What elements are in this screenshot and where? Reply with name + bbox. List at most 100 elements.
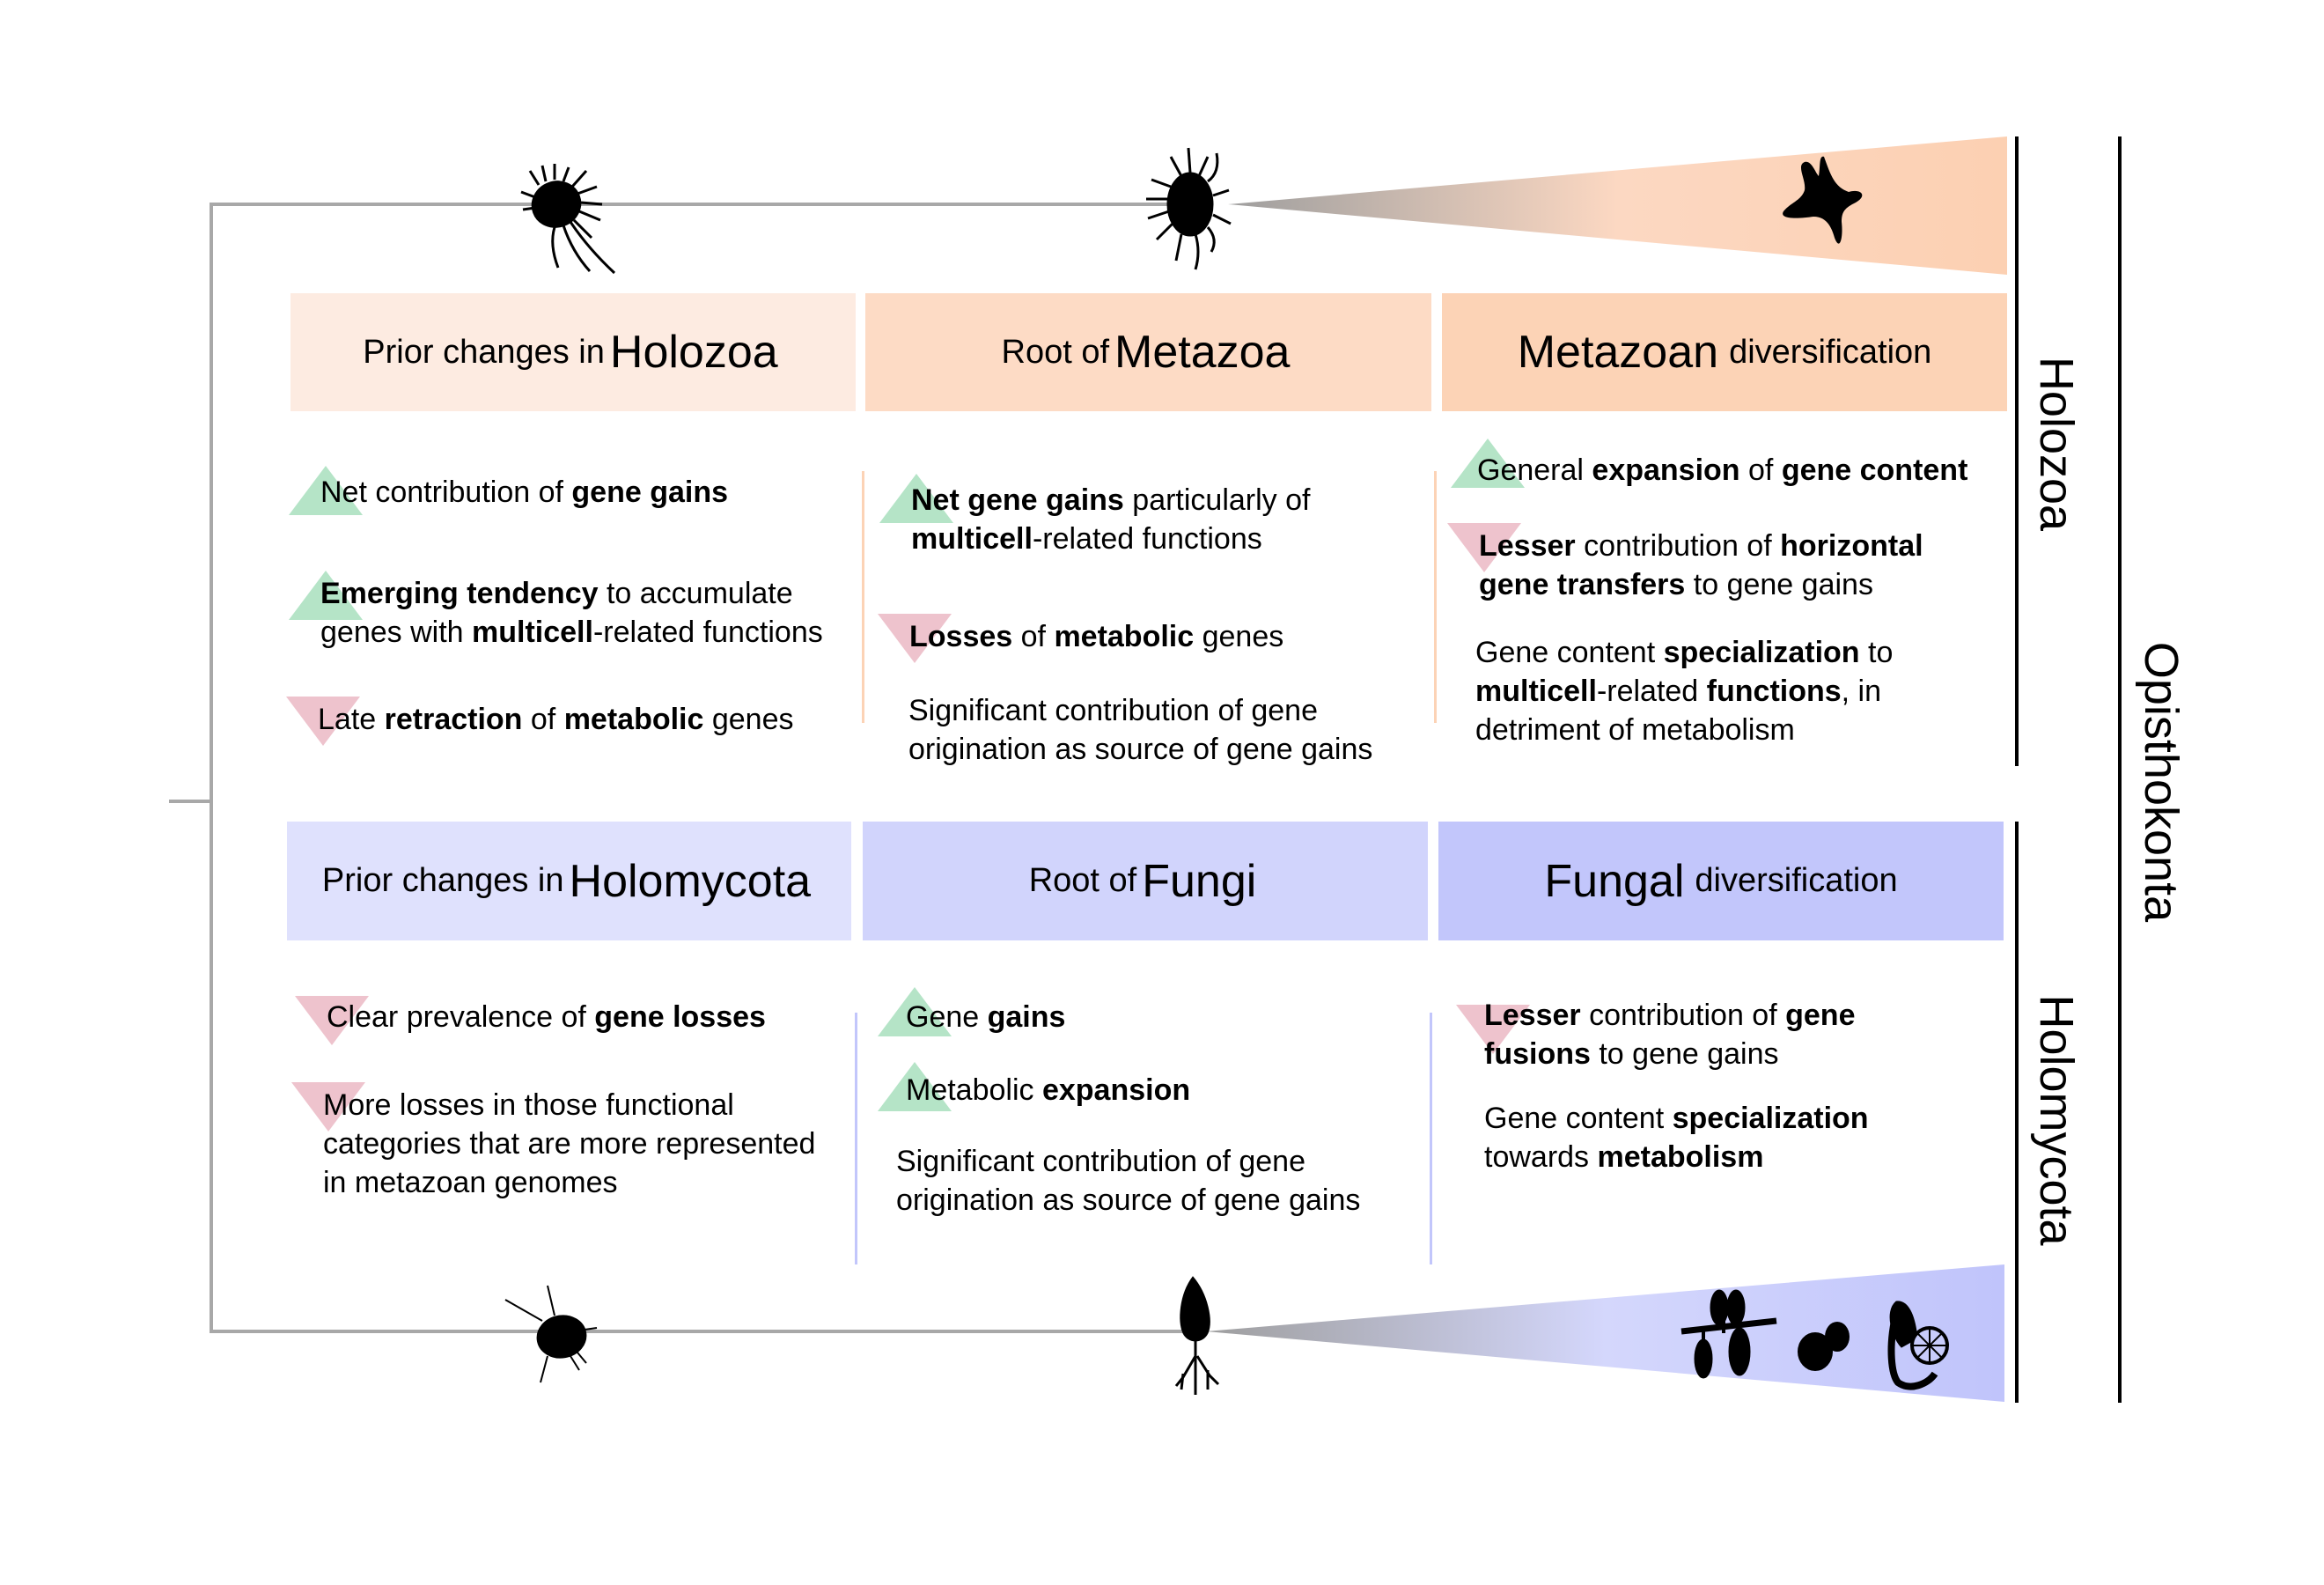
mushroom-icon xyxy=(1887,1301,1949,1390)
holozoa-label: Holozoa xyxy=(2030,356,2083,532)
holomycota-fan-shape xyxy=(1206,1264,2004,1402)
holozoa-col1-item: Late retraction of metabolic genes xyxy=(286,697,846,746)
loss-triangle-icon xyxy=(295,996,369,1045)
loss-triangle-icon xyxy=(291,1082,365,1132)
tree-holozoa-branch xyxy=(210,203,1204,206)
item-text: Metabolic expansion xyxy=(906,1073,1190,1107)
holozoa-column-separator xyxy=(862,471,864,723)
holomycota-col1-item: More losses in those functional categori… xyxy=(291,1082,816,1202)
plain-text: of xyxy=(1739,453,1782,487)
nucleariid-like-icon xyxy=(504,1285,598,1383)
plain-text: to gene gains xyxy=(1685,568,1873,601)
holozoa-col1-item: Net contribution of gene gains xyxy=(289,466,849,515)
loss-triangle-icon xyxy=(286,697,360,746)
item-text: Significant contribution of gene origina… xyxy=(896,1145,1360,1217)
item-text: Gene gains xyxy=(906,1000,1065,1034)
header-clade: Metazoa xyxy=(1114,327,1291,378)
emphasis-text: retraction xyxy=(384,703,523,736)
item-text: Clear prevalence of gene losses xyxy=(327,1000,766,1034)
holozoa-fan-shape xyxy=(1228,136,2007,275)
header-pre: Root of xyxy=(1028,862,1137,899)
holozoa-col2-item: Losses of metabolic genes xyxy=(878,614,1402,663)
tree-vertical-branch xyxy=(210,203,213,1333)
starfish-icon xyxy=(1783,156,1863,244)
header-pre: Root of xyxy=(1001,333,1110,371)
plain-text: Metabolic xyxy=(906,1073,1042,1107)
plain-text: to gene gains xyxy=(1590,1037,1779,1071)
holozoa-col1-item: Emerging tendency to accumulate genes wi… xyxy=(289,571,849,652)
opisthokonta-label: Opisthokonta xyxy=(2135,641,2188,923)
holozoa-col2-item: Significant contribution of gene origina… xyxy=(908,691,1401,769)
emphasis-text: horizontal gene transfers xyxy=(1479,529,1923,601)
header-post: diversification xyxy=(1695,862,1898,899)
holozoa-col3-item: Gene content specialization to multicell… xyxy=(1475,633,1968,749)
holomycota-col3-item: Gene content specialization towards meta… xyxy=(1484,1099,1942,1176)
emphasis-text: functions xyxy=(1706,675,1842,708)
opisthokonta-bracket-line xyxy=(2118,136,2122,1403)
holomycota-col2-item: Significant contribution of gene origina… xyxy=(896,1142,1389,1220)
gain-triangle-icon xyxy=(878,987,952,1036)
header-clade: Fungal xyxy=(1544,855,1685,907)
item-text: Net gene gains particularly of multicell… xyxy=(911,483,1310,556)
gain-triangle-icon xyxy=(289,571,363,620)
emphasis-text: Lesser xyxy=(1479,529,1576,563)
plain-text: -related xyxy=(1596,675,1707,708)
plain-text: of xyxy=(522,703,564,736)
plain-text: Significant contribution of gene origina… xyxy=(896,1145,1361,1217)
emphasis-text: Lesser xyxy=(1484,999,1581,1032)
gain-triangle-icon xyxy=(289,466,363,515)
holozoa-col2-item: Net gene gains particularly of multicell… xyxy=(879,474,1404,558)
plain-text: Significant contribution of gene origina… xyxy=(908,694,1373,766)
emphasis-text: gene losses xyxy=(594,1000,766,1034)
header-root-fungi: Root of Fungi xyxy=(863,822,1428,940)
holomycota-col2-item: Gene gains xyxy=(878,987,1399,1036)
plain-text: contribution of xyxy=(1580,999,1786,1032)
item-text: Lesser contribution of gene fusions to g… xyxy=(1484,999,1855,1071)
emphasis-text: gene fusions xyxy=(1484,999,1856,1071)
holomycota-bracket-line xyxy=(2015,822,2019,1403)
header-pre: Prior changes in xyxy=(363,333,605,371)
emphasis-text: multicell xyxy=(911,522,1033,556)
emphasis-text: expansion xyxy=(1041,1073,1191,1107)
header-clade: Holomycota xyxy=(569,855,812,907)
header-post: diversification xyxy=(1729,333,1932,371)
plain-text: Late xyxy=(318,703,385,736)
plain-text: Clear prevalence of xyxy=(327,1000,595,1034)
holozoa-col3-item: Lesser contribution of horizontal gene t… xyxy=(1447,523,1972,604)
item-text: More losses in those functional categori… xyxy=(323,1088,815,1199)
plain-text: to accumulate genes with xyxy=(320,577,793,649)
header-metazoan-diversification: Metazoan diversification xyxy=(1442,293,2007,411)
plain-text: towards xyxy=(1484,1140,1598,1174)
plain-text: -related functions xyxy=(1032,522,1262,556)
emphasis-text: metabolism xyxy=(1597,1140,1764,1174)
sponge-like-cell-icon xyxy=(1146,147,1232,270)
holomycota-column-separator xyxy=(855,1013,857,1264)
plain-text: contribution of xyxy=(1575,529,1781,563)
header-pre: Prior changes in xyxy=(321,862,564,899)
emphasis-text: Emerging tendency xyxy=(320,577,599,610)
header-clade: Fungi xyxy=(1142,855,1257,907)
choanoflagellate-like-icon xyxy=(520,164,616,275)
item-text: Emerging tendency to accumulate genes wi… xyxy=(320,577,823,649)
emphasis-text: gains xyxy=(987,1000,1066,1034)
emphasis-text: metabolic xyxy=(1054,620,1195,653)
emphasis-text: gene content xyxy=(1781,453,1968,487)
plain-text: -related functions xyxy=(592,616,823,649)
plain-text: Gene content xyxy=(1484,1102,1673,1135)
item-text: Lesser contribution of horizontal gene t… xyxy=(1479,529,1923,601)
holozoa-bracket-line xyxy=(2015,136,2019,766)
item-text: Significant contribution of gene origina… xyxy=(908,694,1372,766)
item-text: Late retraction of metabolic genes xyxy=(318,703,794,736)
mold-sporangia-icon xyxy=(1680,1289,1777,1379)
emphasis-text: specialization xyxy=(1663,636,1860,669)
item-text: Gene content specialization towards meta… xyxy=(1484,1102,1869,1174)
holozoa-column-separator xyxy=(1434,471,1437,723)
plain-text: genes xyxy=(703,703,794,736)
item-text: Gene content specialization to multicell… xyxy=(1475,636,1893,747)
emphasis-text: gene gains xyxy=(571,476,728,509)
gain-triangle-icon xyxy=(878,1062,952,1111)
tree-root-stub xyxy=(169,800,212,803)
item-text: General expansion of gene content xyxy=(1477,453,1967,487)
holomycota-column-separator xyxy=(1430,1013,1432,1264)
gain-triangle-icon xyxy=(879,474,953,523)
